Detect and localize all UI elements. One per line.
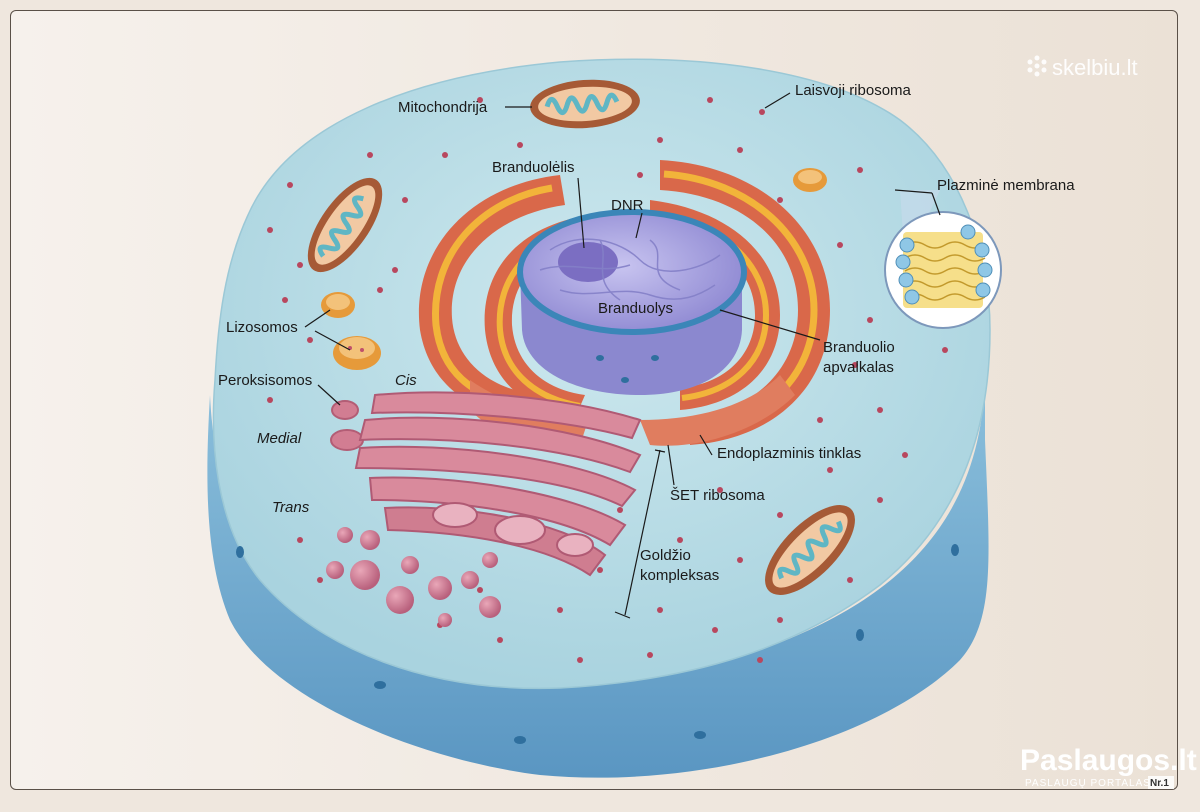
label-er-ribosome: ŠET ribosoma bbox=[670, 487, 765, 504]
lysosomes bbox=[321, 292, 381, 370]
free-ribosomes bbox=[267, 97, 948, 663]
label-nucleolus: Branduolėlis bbox=[492, 159, 575, 176]
vesicles bbox=[326, 527, 501, 627]
peroxisomes bbox=[330, 400, 364, 451]
label-golgi-1: Goldžio bbox=[640, 547, 691, 564]
dots-logo-icon bbox=[1027, 55, 1047, 77]
nucleolus bbox=[558, 242, 618, 282]
mitochondrion-top bbox=[530, 79, 640, 129]
label-nucleus: Branduolys bbox=[598, 300, 673, 317]
watermark-bottom: Paslaugos.lt PASLAUGŲ PORTALAS Nr.1 bbox=[1020, 744, 1197, 789]
label-medial: Medial bbox=[257, 430, 302, 447]
watermark-top-text: skelbiu.lt bbox=[1052, 55, 1138, 80]
label-mitochondrion: Mitochondrija bbox=[398, 99, 488, 116]
label-dna: DNR bbox=[611, 197, 644, 214]
label-nuclear-envelope-2: apvalkalas bbox=[823, 359, 894, 376]
mitochondrion-bottom-right bbox=[765, 505, 855, 595]
golgi-complex bbox=[354, 391, 642, 577]
mitochondrion-left bbox=[307, 177, 383, 273]
watermark-top: skelbiu.lt bbox=[1027, 55, 1138, 80]
nucleus bbox=[517, 209, 747, 395]
label-free-ribosome: Laisvoji ribosoma bbox=[795, 82, 912, 99]
label-trans: Trans bbox=[272, 499, 310, 516]
label-endoplasmic-reticulum: Endoplazminis tinklas bbox=[717, 445, 861, 462]
cell-side-wall bbox=[207, 380, 989, 778]
watermark-bottom-sub: PASLAUGŲ PORTALAS bbox=[1025, 778, 1151, 789]
label-peroxisomes: Peroksisomos bbox=[218, 372, 312, 389]
label-plasma-membrane: Plazminė membrana bbox=[937, 177, 1075, 194]
plasma-membrane-zoom bbox=[884, 190, 1002, 329]
cell-wall-pores bbox=[236, 544, 959, 744]
label-golgi-2: kompleksas bbox=[640, 567, 719, 584]
watermark-bottom-text: Paslaugos.lt bbox=[1020, 744, 1197, 777]
small-lysosome-top bbox=[793, 168, 827, 192]
leader-lines bbox=[304, 92, 941, 619]
label-cis: Cis bbox=[395, 372, 417, 389]
watermark-bottom-badge: Nr.1 bbox=[1150, 778, 1169, 789]
label-nuclear-envelope-1: Branduolio bbox=[823, 339, 895, 356]
label-lysosomes: Lizosomos bbox=[226, 319, 298, 336]
